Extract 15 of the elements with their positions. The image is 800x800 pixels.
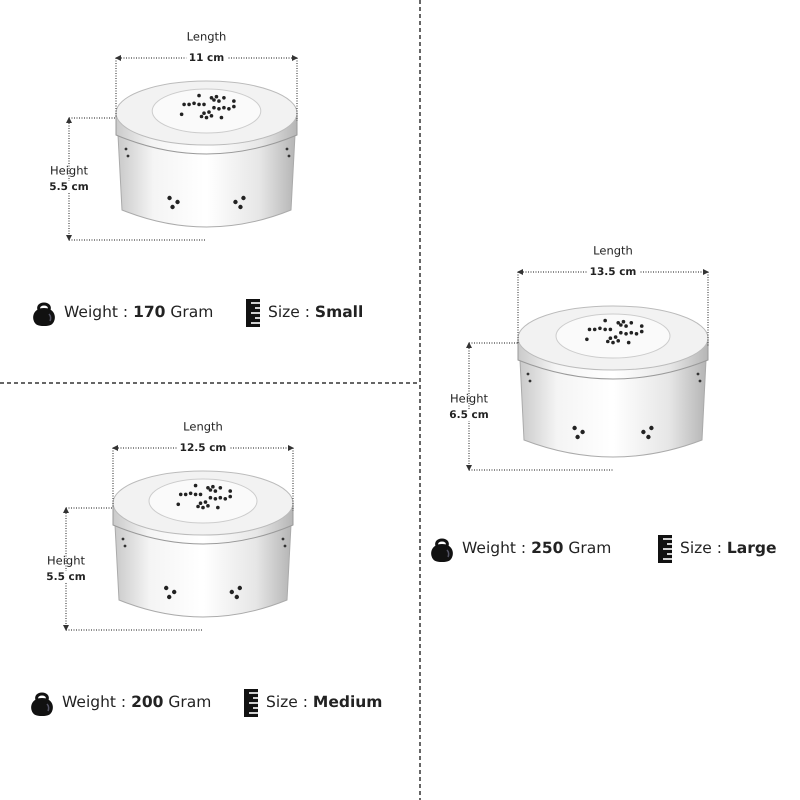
size-text: Size : Medium: [266, 694, 382, 712]
dimension-label: Length: [593, 244, 633, 258]
weight-text: Weight : 170 Gram: [64, 304, 214, 322]
dimension-label: Height: [450, 392, 488, 406]
dimension-label: Height: [47, 554, 85, 568]
dimension-label: Length: [186, 30, 226, 44]
size-text: Size : Small: [268, 304, 364, 322]
size-text: Size : Large: [680, 540, 776, 558]
dimension-value: 12.5 cm: [176, 442, 230, 454]
weight-text: Weight : 250 Gram: [462, 540, 612, 558]
weight-text: Weight : 200 Gram: [62, 694, 212, 712]
dimension-value: 13.5 cm: [586, 266, 640, 278]
dimension-label: Length: [183, 420, 223, 434]
dimension-value: 11 cm: [186, 52, 228, 64]
dimension-label: Height: [50, 164, 88, 178]
